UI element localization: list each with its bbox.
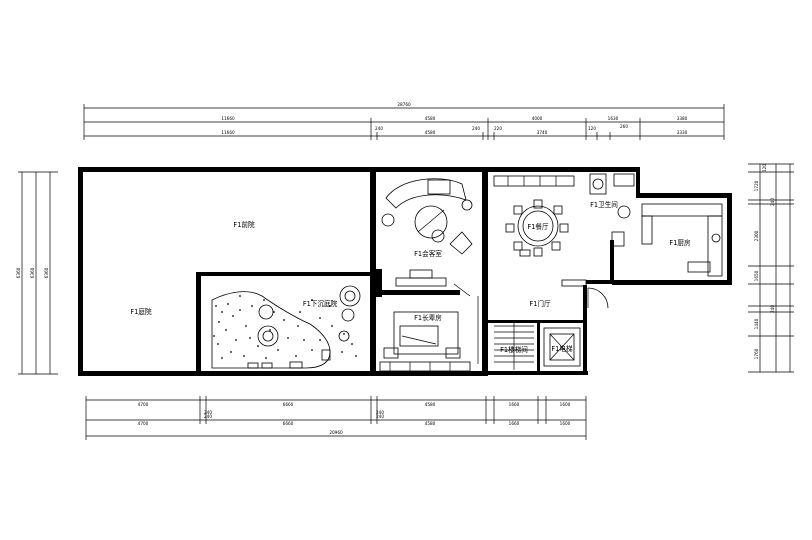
bottom-dimension-chain: 4700 240 6660 240 4580 1660 1600 4700 24… <box>85 396 587 440</box>
dim-bottom-row1: 4700 <box>138 402 149 407</box>
room-label-elevator: F1电梯 <box>551 344 573 353</box>
dim-bottom-row2: 4700 <box>138 421 149 426</box>
dim-top-row2: 220 <box>494 126 502 131</box>
parents-room-furniture <box>379 311 471 372</box>
dim-top-row1: 4580 <box>425 116 436 121</box>
room-label-front-yard: F1前院 <box>233 220 255 229</box>
dim-bottom-row2: 4580 <box>425 421 436 426</box>
dim-top-row1: 4000 <box>532 116 543 121</box>
room-label-sunken-courtyard: F1下沉庭院 <box>303 299 338 308</box>
kitchen-bath-fixtures <box>589 173 723 277</box>
dim-right: 1650 <box>754 270 759 281</box>
dim-top-row2: 3740 <box>537 130 548 135</box>
right-dimension-chain: 120 1720 240 2300 1650 240 1440 1760 <box>748 163 794 373</box>
dim-right: 2300 <box>754 230 759 241</box>
dim-bottom-row1: 4580 <box>425 402 436 407</box>
dim-bottom-row1: 240 <box>376 410 384 415</box>
room-label-parents-room: F1长辈房 <box>414 313 442 322</box>
room-label-garden: F1庭院 <box>130 307 152 316</box>
dining-furniture <box>493 175 575 257</box>
dim-left: 6360 <box>44 267 49 278</box>
dim-bottom-row1: 240 <box>204 410 212 415</box>
dim-top-row2: 11660 <box>221 130 235 135</box>
dim-right: 240 <box>770 198 775 206</box>
dim-right: 1760 <box>754 348 759 359</box>
dim-bottom-overall: 20960 <box>329 430 343 435</box>
dim-top-overall: 28760 <box>397 102 411 107</box>
dim-bottom-row2: 1600 <box>560 421 571 426</box>
dim-bottom-row1: 1660 <box>509 402 520 407</box>
courtyard-landscape <box>211 285 361 369</box>
dim-bottom-row1: 6660 <box>283 402 294 407</box>
dim-top-row2: 240 <box>375 126 383 131</box>
dim-right: 1720 <box>754 180 759 191</box>
dim-left: 6360 <box>16 267 21 278</box>
left-dimension-chain: 6360 6360 6360 <box>16 171 58 375</box>
dim-bottom-row1: 1600 <box>560 402 571 407</box>
dim-top-row2: 4580 <box>425 130 436 135</box>
dim-right: 240 <box>770 305 775 313</box>
dim-top-row2: 260 <box>620 124 628 129</box>
dim-top-row2: 3330 <box>677 130 688 135</box>
tea-room-furniture <box>381 178 473 297</box>
room-label-guest-bath: F1卫生间 <box>590 200 618 209</box>
dim-right: 1440 <box>754 318 759 329</box>
dim-bottom-row2: 240 <box>376 414 384 419</box>
dim-top-row1: 3380 <box>677 116 688 121</box>
room-label-dining: F1餐厅 <box>527 222 549 231</box>
dim-top-row1: 11660 <box>221 116 235 121</box>
dim-top-row1: 1630 <box>608 116 619 121</box>
dim-bottom-row2: 6660 <box>283 421 294 426</box>
room-label-entry-hall: F1门厅 <box>529 299 551 308</box>
top-dimension-chain: 28760 11660 4580 4000 1630 3380 11660 24… <box>83 102 725 140</box>
room-label-stairwell: F1楼梯间 <box>500 345 528 354</box>
dim-top-row2: 120 <box>588 126 596 131</box>
room-labels: F1前院 F1庭院 F1下沉庭院 F1会客室 F1餐厅 F1卫生间 F1厨房 F… <box>130 200 691 354</box>
dim-top-row2: 240 <box>472 126 480 131</box>
gravel-texture <box>213 295 357 359</box>
dim-bottom-row2: 240 <box>204 414 212 419</box>
entry-stair-lift <box>477 279 609 370</box>
room-label-kitchen: F1厨房 <box>669 238 691 247</box>
room-label-tea-room: F1会客室 <box>414 249 442 258</box>
dim-bottom-row2: 1660 <box>509 421 520 426</box>
walls <box>78 167 732 376</box>
dim-left: 6360 <box>30 267 35 278</box>
dim-right: 120 <box>762 164 767 172</box>
